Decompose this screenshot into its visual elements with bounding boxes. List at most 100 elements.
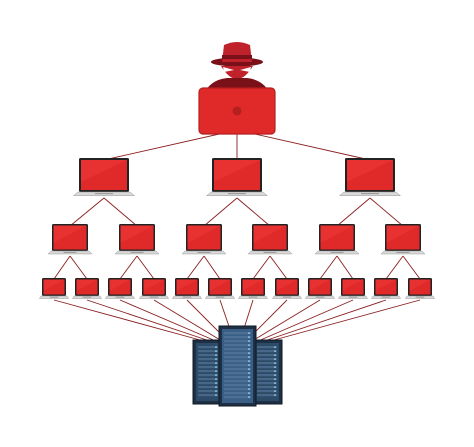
- laptop-screen: [409, 279, 431, 295]
- link-l3-server-11: [273, 299, 421, 341]
- bot-laptop-l3-3: [138, 278, 170, 299]
- laptop-screen: [253, 225, 287, 250]
- rack-slot: [224, 376, 251, 379]
- rack-led: [248, 340, 250, 342]
- bot-laptop-l3-5: [204, 278, 236, 299]
- server-rack-left: [192, 339, 224, 405]
- screen-glare: [209, 279, 231, 291]
- screen-glare: [143, 279, 165, 291]
- bot-laptop-l1-1: [205, 158, 269, 196]
- attacker-laptop-outline: [198, 87, 276, 135]
- rack-slot: [224, 356, 251, 359]
- rack-slot: [257, 362, 277, 365]
- rack-led: [248, 392, 250, 394]
- rack-led: [215, 386, 217, 388]
- rack-led: [215, 362, 217, 364]
- screen-glare: [347, 160, 393, 182]
- screen-glare: [109, 279, 131, 291]
- server-rack-right: [251, 339, 283, 405]
- link-l1-l2-2: [203, 197, 238, 227]
- rack-slot: [224, 348, 251, 351]
- rack-led: [215, 390, 217, 392]
- rack-led: [248, 384, 250, 386]
- bot-laptop-l2-4: [314, 224, 360, 255]
- bot-laptop-l3-4: [171, 278, 203, 299]
- link-l1-l2-0: [69, 197, 105, 227]
- rack-led: [274, 358, 276, 360]
- laptop-screen: [120, 225, 154, 250]
- rack-slot: [224, 368, 251, 371]
- rack-slot: [257, 370, 277, 373]
- link-l1-l2-1: [103, 197, 138, 227]
- rack-slot: [224, 344, 251, 347]
- bot-laptop-l2-2: [181, 224, 227, 255]
- bot-laptop-l3-2: [104, 278, 136, 299]
- laptop-screen: [242, 279, 264, 295]
- rack-led: [215, 354, 217, 356]
- rack-slot: [224, 372, 251, 375]
- rack-led: [274, 346, 276, 348]
- screen-glare: [409, 279, 431, 291]
- link-l3-server-8: [253, 299, 321, 341]
- screen-glare: [320, 225, 354, 243]
- rack-led: [215, 346, 217, 348]
- laptop-screen: [187, 225, 221, 250]
- laptop-screen: [309, 279, 331, 295]
- rack-led: [215, 382, 217, 384]
- rack-slot: [198, 374, 218, 377]
- hacker-eye-right: [240, 67, 251, 72]
- bot-laptop-l3-7: [271, 278, 303, 299]
- rack-slot: [198, 390, 218, 393]
- rack-slot: [257, 354, 277, 357]
- rack-slot: [257, 358, 277, 361]
- link-l2-l3-4: [186, 255, 205, 280]
- rack-slot: [224, 340, 251, 343]
- link-l2-l3-6: [252, 255, 271, 280]
- rack-led: [215, 350, 217, 352]
- link-l2-l3-5: [203, 255, 221, 280]
- laptop-screen: [276, 279, 298, 295]
- screen-glare: [176, 279, 198, 291]
- link-l1-l2-3: [236, 197, 271, 227]
- link-l2-l3-3: [136, 255, 155, 280]
- rack-slot: [224, 364, 251, 367]
- laptop-screen: [209, 279, 231, 295]
- rack-led: [248, 348, 250, 350]
- rack-slot: [257, 390, 277, 393]
- laptop-screen: [375, 279, 397, 295]
- rack-led: [274, 354, 276, 356]
- link-l3-server-10: [267, 299, 387, 341]
- link-l2-l3-10: [385, 255, 404, 280]
- rack-led: [248, 336, 250, 338]
- server-racks: [192, 325, 283, 407]
- rack-led: [274, 350, 276, 352]
- screen-glare: [375, 279, 397, 291]
- rack-slot: [224, 332, 251, 335]
- rack-led: [274, 378, 276, 380]
- link-l3-server-1: [86, 299, 207, 341]
- screen-glare: [309, 279, 331, 291]
- rack-led: [274, 390, 276, 392]
- screen-glare: [81, 160, 127, 182]
- rack-led: [248, 388, 250, 390]
- rack-slot: [224, 336, 251, 339]
- rack-led: [215, 374, 217, 376]
- rack-led: [248, 372, 250, 374]
- bot-laptop-l2-5: [380, 224, 426, 255]
- rack-led: [215, 358, 217, 360]
- rack-slot: [198, 366, 218, 369]
- bot-laptop-l1-2: [338, 158, 402, 196]
- server-rack-center: [218, 325, 257, 407]
- rack-led: [215, 378, 217, 380]
- rack-slot: [198, 394, 218, 397]
- rack-led: [248, 332, 250, 334]
- rack-slot: [198, 370, 218, 373]
- rack-led: [274, 370, 276, 372]
- rack-slot: [198, 362, 218, 365]
- bot-laptop-l2-3: [247, 224, 293, 255]
- link-l2-l3-11: [402, 255, 421, 280]
- laptop-screen: [76, 279, 98, 295]
- rack-led: [274, 382, 276, 384]
